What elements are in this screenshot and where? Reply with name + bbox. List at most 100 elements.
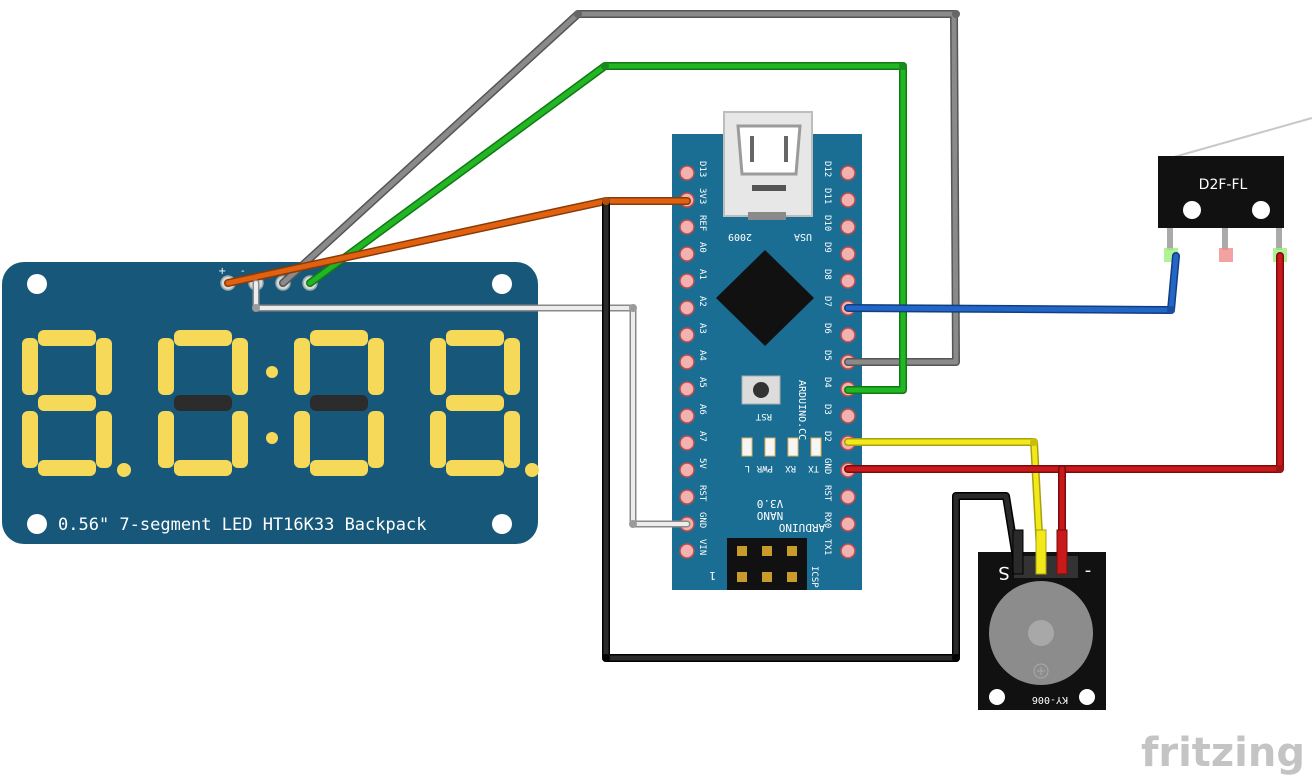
header-pin[interactable] bbox=[840, 516, 856, 532]
switch-leg bbox=[1276, 228, 1282, 250]
usb-contacts bbox=[750, 136, 788, 162]
bendpoint[interactable] bbox=[952, 654, 960, 662]
bendpoint[interactable] bbox=[252, 304, 260, 312]
mount-hole bbox=[492, 274, 512, 294]
pin-label: D9 bbox=[822, 242, 832, 253]
bendpoint[interactable] bbox=[1167, 306, 1175, 314]
icsp-pin[interactable] bbox=[737, 546, 747, 556]
bendpoint[interactable] bbox=[601, 62, 609, 70]
icsp-pin[interactable] bbox=[762, 572, 772, 582]
header-pin[interactable] bbox=[840, 165, 856, 181]
pin-label: REF bbox=[697, 215, 707, 231]
header-pin[interactable] bbox=[679, 354, 695, 370]
pin-label: A7 bbox=[697, 431, 707, 442]
header-pin[interactable] bbox=[679, 489, 695, 505]
wire-blue[interactable] bbox=[845, 253, 1179, 313]
wire-black[interactable] bbox=[603, 198, 1021, 661]
icsp-pins bbox=[737, 546, 797, 582]
header-pin[interactable] bbox=[679, 273, 695, 289]
pin-label: A3 bbox=[697, 323, 707, 334]
header-pin[interactable] bbox=[840, 543, 856, 559]
icsp-pin[interactable] bbox=[762, 546, 772, 556]
bendpoint[interactable] bbox=[602, 654, 610, 662]
header-pin[interactable] bbox=[840, 327, 856, 343]
segment bbox=[504, 338, 520, 395]
header-pin[interactable] bbox=[679, 435, 695, 451]
header-pin[interactable] bbox=[679, 462, 695, 478]
buzzer-pin[interactable] bbox=[1056, 529, 1068, 575]
header-pin[interactable] bbox=[679, 543, 695, 559]
bendpoint[interactable] bbox=[629, 304, 637, 312]
usb-opening bbox=[736, 124, 802, 176]
switch-pin-unconnected[interactable] bbox=[1219, 248, 1233, 262]
pin-label: D5 bbox=[822, 350, 832, 361]
icsp-pin[interactable] bbox=[737, 572, 747, 582]
segment bbox=[310, 330, 368, 346]
header-pin[interactable] bbox=[679, 327, 695, 343]
pin-label: GND bbox=[697, 512, 707, 528]
decimal-point bbox=[525, 463, 539, 477]
header-pin[interactable] bbox=[679, 408, 695, 424]
segment bbox=[38, 330, 96, 346]
polarity-mark bbox=[1033, 663, 1049, 679]
pin-label: D3 bbox=[822, 404, 832, 415]
segment bbox=[310, 460, 368, 476]
pin-label: D12 bbox=[822, 161, 832, 177]
reset-button[interactable] bbox=[753, 382, 769, 398]
header-pin[interactable] bbox=[840, 192, 856, 208]
pin-minus-label: - bbox=[1085, 560, 1092, 581]
header-pin[interactable] bbox=[840, 489, 856, 505]
status-led bbox=[810, 437, 822, 457]
header-pin[interactable] bbox=[679, 300, 695, 316]
icsp-header bbox=[727, 538, 807, 590]
country-label: USA bbox=[794, 231, 812, 242]
status-led bbox=[764, 437, 776, 457]
pin-label: D8 bbox=[822, 269, 832, 280]
segment bbox=[174, 395, 232, 411]
segment bbox=[446, 395, 504, 411]
segment bbox=[232, 411, 248, 468]
switch-hole bbox=[1252, 201, 1270, 219]
buzzer-pin[interactable] bbox=[1012, 529, 1024, 575]
pin-label: D11 bbox=[822, 188, 832, 204]
icsp-pin[interactable] bbox=[787, 546, 797, 556]
display-board bbox=[2, 262, 538, 544]
header-pin[interactable] bbox=[840, 219, 856, 235]
header-pin[interactable] bbox=[679, 219, 695, 235]
header-pin[interactable] bbox=[679, 246, 695, 262]
segment bbox=[22, 338, 38, 395]
bendpoint[interactable] bbox=[602, 197, 610, 205]
bendpoint[interactable] bbox=[629, 520, 637, 528]
pin-label: D4 bbox=[822, 377, 832, 388]
bendpoint[interactable] bbox=[899, 62, 907, 70]
segment bbox=[294, 338, 310, 395]
header-pin[interactable] bbox=[840, 246, 856, 262]
wire-blue-outline bbox=[844, 252, 1180, 314]
segment bbox=[368, 411, 384, 468]
header-pin[interactable] bbox=[679, 381, 695, 397]
bendpoint[interactable] bbox=[952, 10, 960, 18]
buzzer-pin[interactable] bbox=[1035, 529, 1047, 575]
version-label: V3.0 bbox=[757, 497, 784, 510]
bendpoint[interactable] bbox=[1030, 438, 1038, 446]
segment bbox=[446, 330, 504, 346]
status-led bbox=[741, 437, 753, 457]
pin-label: A4 bbox=[697, 350, 707, 361]
segment bbox=[22, 411, 38, 468]
name2-label: NANO bbox=[757, 509, 784, 522]
digit bbox=[294, 330, 384, 476]
icsp-pin[interactable] bbox=[787, 572, 797, 582]
digit bbox=[430, 330, 539, 477]
pin-plus-label: + bbox=[218, 266, 226, 277]
buzzer-center bbox=[1028, 620, 1054, 646]
header-pin[interactable] bbox=[679, 165, 695, 181]
header-pin[interactable] bbox=[840, 273, 856, 289]
bendpoint[interactable] bbox=[1276, 465, 1284, 473]
pin-label: D10 bbox=[822, 215, 832, 231]
header-pin[interactable] bbox=[840, 408, 856, 424]
bendpoint[interactable] bbox=[574, 10, 582, 18]
switch-leg bbox=[1167, 228, 1173, 250]
